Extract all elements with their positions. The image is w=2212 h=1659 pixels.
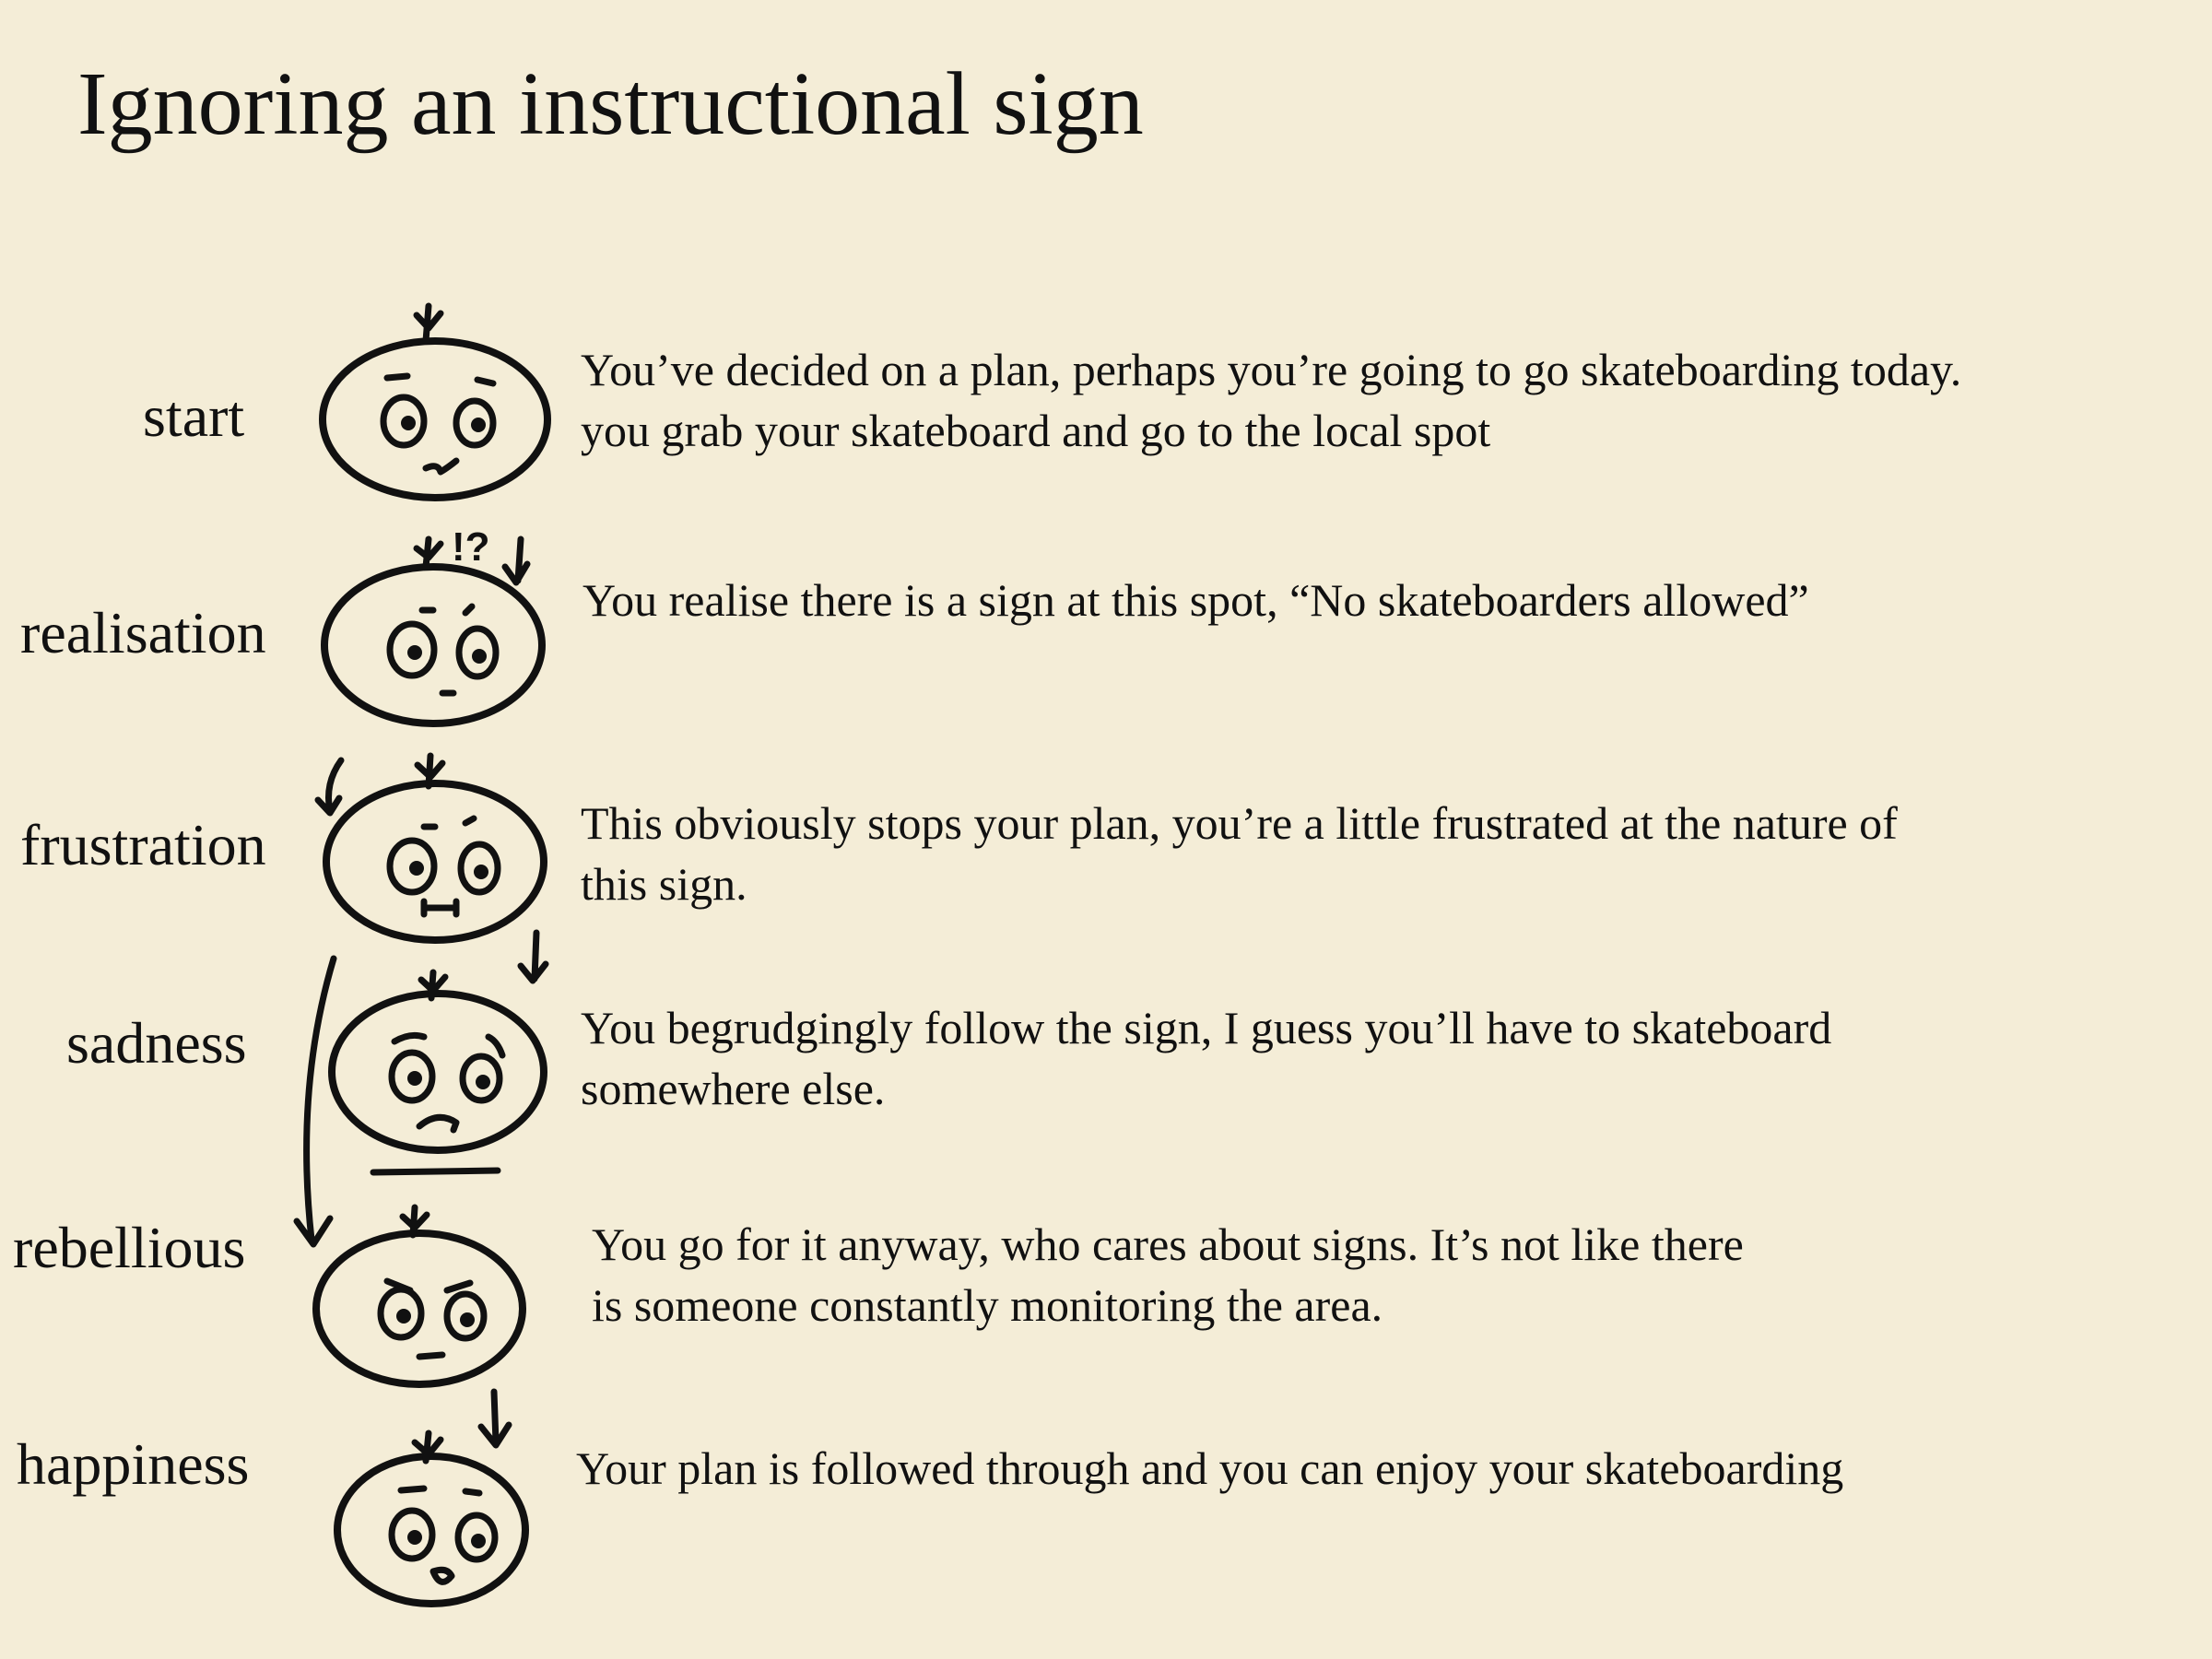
arrow-icon	[477, 1388, 512, 1449]
face-happiness-icon	[334, 1430, 529, 1607]
stage-label-sadness: sadness	[66, 1010, 247, 1076]
description-line: you grab your skateboard and go to the l…	[581, 405, 1491, 456]
stage-description-start: You’ve decided on a plan, perhaps you’re…	[581, 339, 1961, 461]
face-start-icon	[319, 302, 551, 501]
description-line: This obviously stops your plan, you’re a…	[581, 797, 1898, 849]
surprise-marks: !?	[452, 524, 490, 570]
description-line: is someone constantly monitoring the are…	[592, 1279, 1383, 1331]
arrow-icon	[293, 955, 337, 1248]
description-line: You’ve decided on a plan, perhaps you’re…	[581, 344, 1962, 395]
stage-description-frustration: This obviously stops your plan, you’re a…	[581, 793, 1898, 914]
face-realisation-icon: !?	[321, 524, 546, 727]
stage-description-sadness: You begrudgingly follow the sign, I gues…	[581, 997, 1831, 1119]
face-rebellious-icon	[312, 1204, 526, 1388]
stage-description-rebellious: You go for it anyway, who cares about si…	[592, 1214, 1744, 1335]
stage-label-frustration: frustration	[20, 812, 266, 877]
description-line: Your plan is followed through and you ca…	[576, 1442, 1844, 1494]
stage-label-start: start	[143, 383, 245, 449]
page-title: Ignoring an instructional sign	[77, 54, 1144, 154]
description-line: You realise there is a sign at this spot…	[582, 574, 1809, 626]
stage-label-rebellious: rebellious	[13, 1215, 246, 1280]
description-line: somewhere else.	[581, 1063, 886, 1114]
description-line: You go for it anyway, who cares about si…	[592, 1218, 1744, 1270]
stage-label-happiness: happiness	[17, 1431, 250, 1497]
stage-description-happiness: Your plan is followed through and you ca…	[576, 1438, 1843, 1499]
face-frustration-icon	[323, 752, 547, 944]
arrow-icon	[314, 757, 345, 817]
description-line: You begrudgingly follow the sign, I gues…	[581, 1002, 1832, 1053]
arrow-icon	[517, 929, 549, 984]
description-line: this sign.	[581, 858, 747, 910]
face-sadness-icon	[328, 969, 547, 1176]
stage-label-realisation: realisation	[20, 600, 266, 665]
stage-description-realisation: You realise there is a sign at this spot…	[582, 570, 1809, 630]
